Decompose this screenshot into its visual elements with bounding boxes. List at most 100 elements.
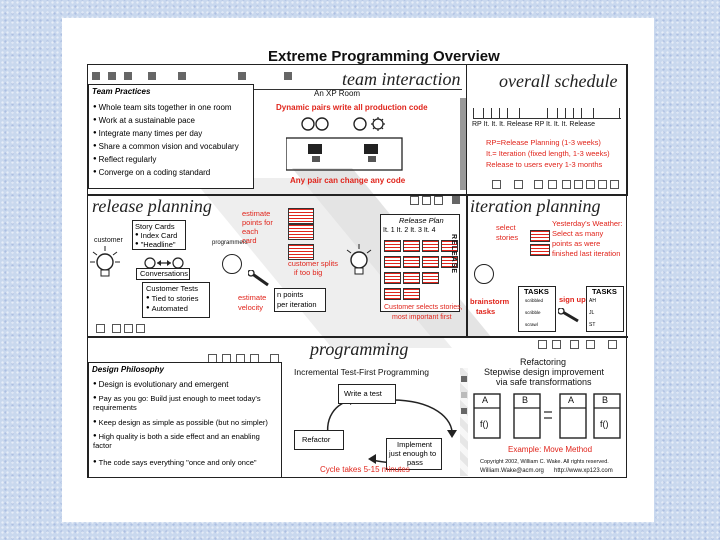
wrench-icon bbox=[558, 308, 579, 323]
tasks-label: TASKS bbox=[592, 287, 617, 296]
refactoring-heading: Refactoring bbox=[520, 357, 567, 367]
square-marker bbox=[538, 340, 547, 349]
practice-item: Work at a sustainable pace bbox=[93, 117, 195, 125]
practice-item: Share a common vision and vocabulary bbox=[93, 143, 239, 151]
velocity-value: n points bbox=[277, 290, 304, 299]
section-programming: programming bbox=[310, 339, 409, 359]
splits-label: customer splits bbox=[288, 259, 339, 268]
overall-schedule-box bbox=[466, 64, 628, 196]
class-a-label: A bbox=[568, 395, 575, 405]
tasks-box-right: TASKS AH JL ST bbox=[586, 286, 624, 332]
selects-note: Customer selects stories, bbox=[384, 304, 463, 311]
story-card-icon bbox=[384, 240, 401, 252]
square-marker bbox=[586, 340, 595, 349]
square-marker bbox=[598, 180, 607, 189]
brainstorm-label: tasks bbox=[476, 307, 496, 316]
velocity-value: per iteration bbox=[277, 300, 317, 309]
square-marker bbox=[492, 180, 501, 189]
team-practices-heading: Team Practices bbox=[92, 87, 151, 96]
programmer-face-icon bbox=[222, 254, 242, 274]
tasks-label: TASKS bbox=[524, 287, 549, 296]
weather-note: Yesterday's Weather: bbox=[552, 219, 623, 228]
xp-room-heading: An XP Room bbox=[314, 89, 361, 98]
index-card-label: Index Card bbox=[135, 232, 178, 240]
story-card-icon bbox=[441, 256, 458, 268]
copyright-line: http://www.xp123.com bbox=[554, 468, 613, 474]
headline-label: "Headline" bbox=[135, 241, 176, 249]
lightbulb-icon bbox=[346, 244, 372, 275]
wrench-icon bbox=[248, 270, 269, 287]
design-item: High quality is both a side effect and a… bbox=[93, 432, 273, 450]
square-marker bbox=[92, 72, 100, 80]
estimate-label: card bbox=[242, 236, 257, 245]
task-item: scribble bbox=[525, 310, 541, 315]
task-signup: AH bbox=[589, 298, 596, 304]
release-vertical-label: RELEASE bbox=[450, 234, 457, 275]
square-marker bbox=[178, 72, 186, 80]
divider bbox=[88, 194, 628, 196]
square-marker bbox=[422, 196, 431, 205]
square-marker bbox=[452, 196, 460, 204]
story-card-icon bbox=[384, 272, 401, 284]
section-release-planning: release planning bbox=[92, 196, 212, 216]
square-marker bbox=[410, 196, 419, 205]
practice-item: Reflect regularly bbox=[93, 156, 157, 164]
task-signup: ST bbox=[589, 322, 596, 328]
square-marker bbox=[562, 180, 571, 189]
story-card-icon bbox=[422, 240, 439, 252]
square-marker bbox=[608, 340, 617, 349]
story-card-icon bbox=[403, 256, 420, 268]
square-marker bbox=[136, 324, 145, 333]
move-method-diagram bbox=[473, 393, 621, 439]
square-marker bbox=[124, 324, 133, 333]
copyright-line: William.Wake@acm.org bbox=[480, 468, 544, 474]
story-card-icon bbox=[441, 240, 458, 252]
schedule-line: Release to users every 1-3 months bbox=[486, 160, 603, 169]
schedule-line: It.= Iteration (fixed length, 1-3 weeks) bbox=[486, 149, 610, 158]
practice-item: Whole team sits together in one room bbox=[93, 104, 232, 112]
story-card-icon bbox=[288, 208, 314, 224]
story-cards-label: Story Cards bbox=[135, 222, 175, 231]
signup-label: sign up bbox=[559, 295, 586, 304]
velocity-box: n points per iteration bbox=[274, 288, 326, 312]
story-card-icon bbox=[422, 272, 439, 284]
xp-room-illustration bbox=[286, 117, 403, 171]
customer-tests-label: Customer Tests bbox=[146, 284, 198, 293]
automated-label: Automated bbox=[146, 305, 188, 313]
section-overall-schedule: overall schedule bbox=[499, 71, 618, 91]
design-philosophy-box: Design Philosophy Design is evolutionary… bbox=[88, 362, 282, 478]
task-item: scribbled bbox=[525, 298, 544, 303]
task-signup: JL bbox=[589, 310, 595, 316]
practice-item: Converge on a coding standard bbox=[93, 169, 211, 177]
conversations-label: Conversations bbox=[140, 269, 188, 278]
tfp-heading: Incremental Test-First Programming bbox=[294, 367, 429, 377]
divider bbox=[466, 196, 468, 336]
tasks-box-left: TASKS scribbled scribble scrawl bbox=[518, 286, 556, 332]
page-title: Extreme Programming Overview bbox=[268, 48, 500, 65]
story-card-icon bbox=[403, 288, 420, 300]
lightbulb-icon bbox=[90, 246, 120, 277]
weather-note: finished last iteration bbox=[552, 249, 621, 258]
change-note: Any pair can change any code bbox=[290, 176, 406, 185]
programmers-label: programmers bbox=[212, 240, 248, 246]
write-test-box: Write a test bbox=[338, 384, 396, 404]
copyright-line: Copyright 2002, William C. Wake. All rig… bbox=[480, 459, 609, 465]
square-marker bbox=[461, 392, 467, 398]
story-card-icon bbox=[403, 240, 420, 252]
story-card-icon bbox=[530, 230, 550, 242]
customer-label: customer bbox=[94, 237, 123, 244]
square-marker bbox=[534, 180, 543, 189]
splits-label: if too big bbox=[294, 268, 323, 277]
design-item: The code says everything "once and only … bbox=[93, 459, 257, 467]
story-card-icon bbox=[288, 224, 314, 240]
square-marker bbox=[124, 72, 132, 80]
story-card-icon bbox=[384, 256, 401, 268]
implement-box: Implement just enough to pass bbox=[386, 438, 442, 470]
side-bar bbox=[460, 368, 468, 476]
method-label: f() bbox=[480, 419, 489, 429]
class-b-label: B bbox=[522, 395, 529, 405]
iteration-columns: It. 1 It. 2 It. 3 It. 4 bbox=[383, 227, 436, 234]
story-card-icon bbox=[288, 244, 314, 260]
divider bbox=[88, 336, 628, 338]
customer-tests-box: Customer Tests Tied to stories Automated bbox=[142, 282, 210, 318]
